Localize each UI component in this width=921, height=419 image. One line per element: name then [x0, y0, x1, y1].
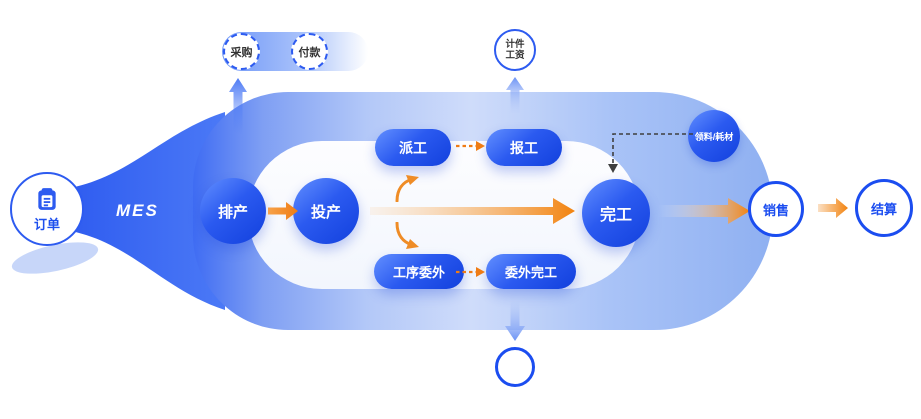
dispatch-label: 派工 — [399, 139, 427, 156]
settlement-label: 结算 — [870, 201, 897, 217]
arrow-material-to-completion — [608, 133, 693, 173]
outsourcing-done-node: 委外完工 — [486, 254, 576, 289]
completion-node: 完工 — [582, 179, 650, 247]
work-report-node: 报工 — [486, 129, 562, 166]
scheduling-label: 排产 — [217, 203, 248, 221]
bottom-empty-node — [495, 347, 535, 387]
settlement-node: 结算 — [855, 179, 913, 237]
completion-label: 完工 — [599, 207, 632, 224]
arrow-up-piece-wage — [506, 77, 524, 113]
light-swoosh — [11, 242, 99, 274]
arrow-sales-to-settlement — [818, 198, 848, 218]
production-start-node: 投产 — [293, 178, 359, 244]
work-report-label: 报工 — [510, 139, 538, 156]
payment-label: 付款 — [298, 46, 321, 59]
material-node: 领料/耗材 — [688, 110, 740, 162]
arrow-up-procurement — [229, 78, 247, 134]
sales-label: 销售 — [762, 202, 789, 218]
order-label: 订单 — [33, 216, 60, 232]
funnel-horn — [47, 112, 225, 310]
sales-node: 销售 — [748, 181, 804, 237]
arrow-start-to-completion — [370, 198, 575, 224]
dispatch-node: 派工 — [375, 129, 451, 166]
order-node: 订单 — [10, 172, 84, 246]
piece-wage-line2: 工资 — [505, 50, 525, 61]
piece-wage-node: 计件 工资 — [494, 29, 536, 71]
production-start-label: 投产 — [310, 203, 341, 221]
arrow-curve-to-dispatch — [395, 175, 419, 202]
arrow-outsourcing-to-done — [456, 267, 485, 277]
arrow-scheduling-to-start — [268, 202, 298, 220]
mes-label: MES — [116, 201, 159, 220]
arrow-completion-to-sales — [658, 198, 750, 224]
arrow-curve-to-outsourcing — [395, 222, 419, 249]
arrow-down-bottom — [505, 299, 525, 341]
scheduling-node: 排产 — [200, 178, 266, 244]
process-outsourcing-node: 工序委外 — [374, 254, 464, 289]
material-label: 领料/耗材 — [694, 131, 734, 142]
procurement-node: 采购 — [223, 33, 260, 70]
procurement-label: 采购 — [230, 46, 253, 59]
arrow-dispatch-to-report — [456, 141, 485, 151]
clipboard-icon — [38, 187, 56, 210]
outsourcing-done-label: 委外完工 — [504, 265, 557, 280]
payment-node: 付款 — [291, 33, 328, 70]
process-outsourcing-label: 工序委外 — [392, 265, 445, 280]
piece-wage-line1: 计件 — [505, 38, 525, 50]
